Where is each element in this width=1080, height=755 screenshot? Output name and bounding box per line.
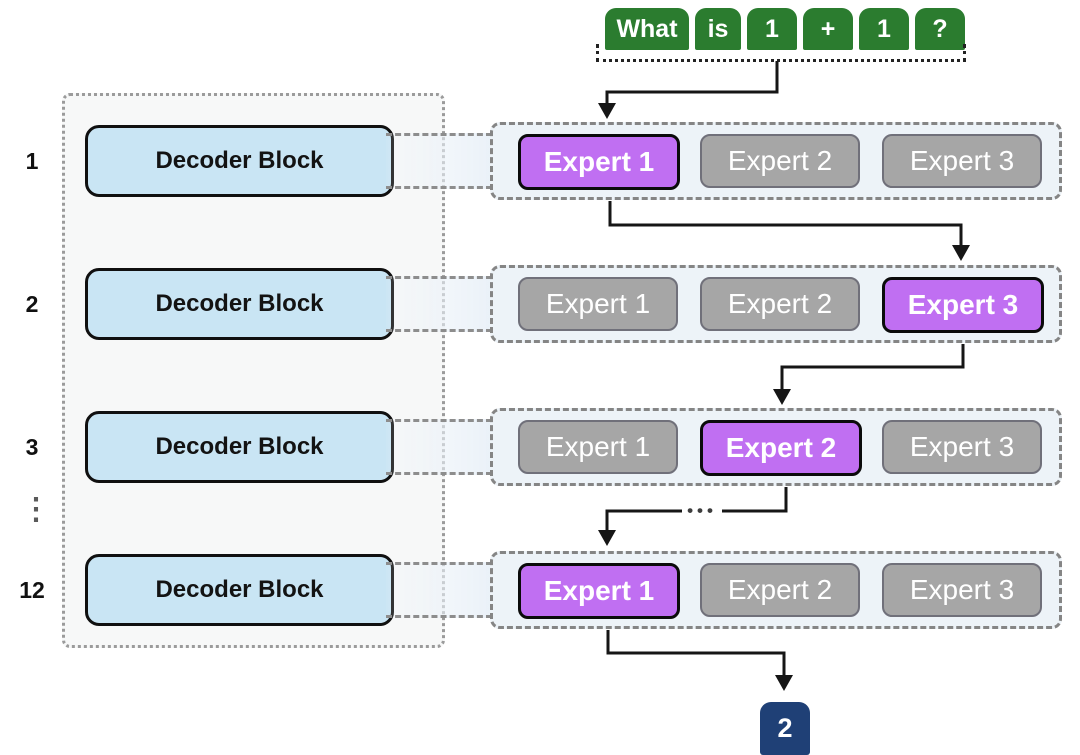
arrow-layer2-to-layer3 xyxy=(780,344,965,391)
moe-connector-band xyxy=(386,133,492,189)
arrowhead-icon xyxy=(598,103,616,119)
moe-connector-band xyxy=(386,562,492,618)
arrowhead-icon xyxy=(952,245,970,261)
input-token: ? xyxy=(915,8,965,50)
input-token: 1 xyxy=(859,8,909,50)
expert-box: Expert 1 xyxy=(518,563,680,619)
arrow-layer3-skip-right xyxy=(722,487,788,513)
expert-box: Expert 1 xyxy=(518,134,680,190)
layer-number: 1 xyxy=(25,148,39,174)
input-token: + xyxy=(803,8,853,50)
moe-connector-band xyxy=(386,419,492,475)
expert-box: Expert 1 xyxy=(518,277,678,331)
expert-box: Expert 3 xyxy=(882,277,1044,333)
arrow-input-to-layer1 xyxy=(605,61,779,105)
moe-layer-row-1: Expert 1 Expert 2 Expert 3 xyxy=(490,122,1062,200)
arrow-layer12-to-output xyxy=(606,630,786,677)
moe-layer-row-2: Expert 1 Expert 2 Expert 3 xyxy=(490,265,1062,343)
layer-number: 2 xyxy=(25,291,39,317)
expert-box: Expert 3 xyxy=(882,420,1042,474)
moe-layer-row-3: Expert 1 Expert 2 Expert 3 xyxy=(490,408,1062,486)
expert-box: Expert 2 xyxy=(700,563,860,617)
input-token: is xyxy=(695,8,741,50)
output-token: 2 xyxy=(760,702,810,755)
moe-layer-row-12: Expert 1 Expert 2 Expert 3 xyxy=(490,551,1062,629)
expert-box: Expert 2 xyxy=(700,277,860,331)
layer-skip-ellipsis: ⋮ xyxy=(21,493,51,526)
arrow-skip-to-layer12 xyxy=(605,509,682,532)
expert-box: Expert 2 xyxy=(700,134,860,188)
expert-box: Expert 3 xyxy=(882,134,1042,188)
layer-number: 3 xyxy=(25,434,39,460)
decoder-block: Decoder Block xyxy=(85,411,394,483)
input-token: 1 xyxy=(747,8,797,50)
expert-box: Expert 3 xyxy=(882,563,1042,617)
decoder-block: Decoder Block xyxy=(85,268,394,340)
expert-box: Expert 1 xyxy=(518,420,678,474)
arrowhead-icon xyxy=(598,530,616,546)
input-sequence-bracket xyxy=(596,44,966,62)
moe-connector-band xyxy=(386,276,492,332)
input-token: What xyxy=(605,8,689,50)
arrow-layer1-to-layer2 xyxy=(608,201,963,247)
arrowhead-icon xyxy=(775,675,793,691)
arrowhead-icon xyxy=(773,389,791,405)
expert-box: Expert 2 xyxy=(700,420,862,476)
decoder-block: Decoder Block xyxy=(85,125,394,197)
routing-skip-dots: ••• xyxy=(687,501,717,520)
layer-number: 12 xyxy=(19,577,45,603)
decoder-block: Decoder Block xyxy=(85,554,394,626)
